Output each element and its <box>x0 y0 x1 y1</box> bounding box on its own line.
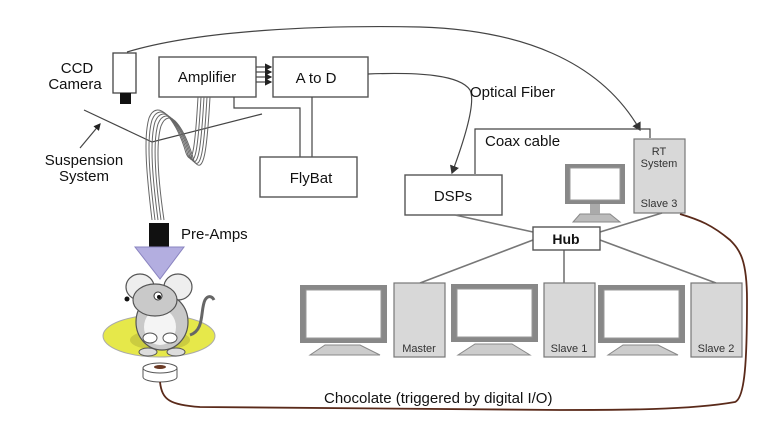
master-label: Master <box>402 343 436 355</box>
cable-bundle <box>145 96 211 221</box>
coax-cable-wire <box>474 128 651 174</box>
mouse-illustration <box>102 273 216 358</box>
chocolate-label: Chocolate (triggered by digital I/O) <box>324 390 552 407</box>
flybat-box <box>259 156 358 198</box>
ccd-camera-lens <box>120 93 131 104</box>
hub-box <box>532 226 601 251</box>
rt-system-label: RT <box>652 146 667 158</box>
suspension-label: Suspension <box>45 152 123 169</box>
ccd-camera-label-2: Camera <box>48 76 102 93</box>
workstation-slave2: Slave 2 <box>598 282 743 358</box>
slave1-label: Slave 1 <box>551 343 588 355</box>
camera-to-rt-wire <box>126 26 641 132</box>
workstation-master: Master <box>300 282 446 358</box>
amp-to-ad-arrows <box>256 63 273 86</box>
suspension-line <box>83 109 263 143</box>
a-to-d-box <box>272 56 369 98</box>
amplifier-label: Amplifier <box>178 69 236 86</box>
ccd-camera-body <box>112 52 137 94</box>
headstage-cone <box>133 246 185 280</box>
dsps-box <box>404 174 503 216</box>
hub-label: Hub <box>552 231 579 247</box>
rt-system-slave3-tower <box>633 138 686 214</box>
chocolate-trigger-wire <box>159 213 748 411</box>
optical-fiber-wire <box>367 72 473 175</box>
rt-monitor <box>565 164 625 223</box>
flybat-label: FlyBat <box>290 170 333 187</box>
dsps-label: DSPs <box>434 188 472 205</box>
ccd-camera-label: CCD <box>61 60 94 77</box>
coax-cable-label: Coax cable <box>485 133 560 150</box>
a-to-d-label: A to D <box>296 70 337 87</box>
pre-amps-label: Pre-Amps <box>181 226 248 243</box>
slave3-label: Slave 3 <box>641 198 678 210</box>
hub-connections <box>419 212 717 284</box>
chocolate-dispenser <box>142 362 178 383</box>
slave2-label: Slave 2 <box>698 343 735 355</box>
workstation-slave1: Slave 1 <box>451 282 596 358</box>
optical-fiber-label: Optical Fiber <box>470 84 555 101</box>
suspension-pointer <box>79 123 101 149</box>
pre-amp-block <box>149 223 169 247</box>
suspension-label-2: System <box>59 168 109 185</box>
amp-to-flybat-wire <box>233 97 301 157</box>
rt-system-label-2: System <box>641 158 678 170</box>
